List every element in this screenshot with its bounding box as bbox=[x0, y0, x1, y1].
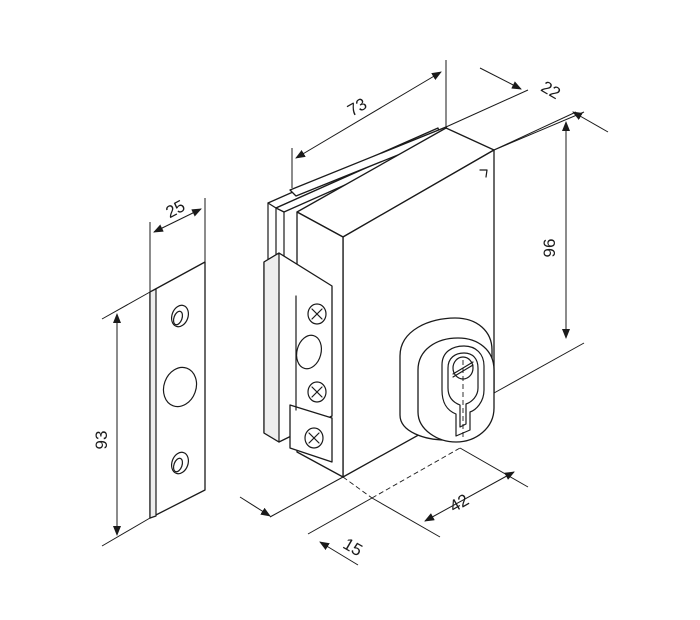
strike-plate-top-hole bbox=[170, 304, 190, 328]
lock-body bbox=[263, 126, 495, 478]
strike-plate-bottom-hole bbox=[170, 451, 190, 475]
strike-plate-bolt-hole bbox=[162, 366, 198, 408]
strike-plate bbox=[149, 261, 206, 519]
dimension-25-label: 25 bbox=[163, 196, 189, 222]
cylinder-housing bbox=[399, 317, 495, 443]
dimension-96-label: 96 bbox=[540, 239, 559, 258]
key-cylinder bbox=[441, 345, 485, 440]
dimension-22-label: 22 bbox=[538, 77, 564, 103]
dimension-96: 96 bbox=[493, 111, 585, 394]
dimension-22: 22 bbox=[445, 67, 609, 151]
dimension-93: 93 bbox=[92, 291, 151, 547]
clamp-bracket bbox=[263, 252, 333, 463]
screw-top bbox=[307, 303, 327, 325]
screw-middle bbox=[307, 381, 327, 403]
bracket-bolt-hole bbox=[296, 334, 322, 370]
dimension-15: 15 bbox=[239, 476, 373, 566]
dimension-93-label: 93 bbox=[92, 431, 111, 450]
dimension-42-label: 42 bbox=[446, 490, 472, 516]
screw-bottom bbox=[304, 427, 324, 449]
